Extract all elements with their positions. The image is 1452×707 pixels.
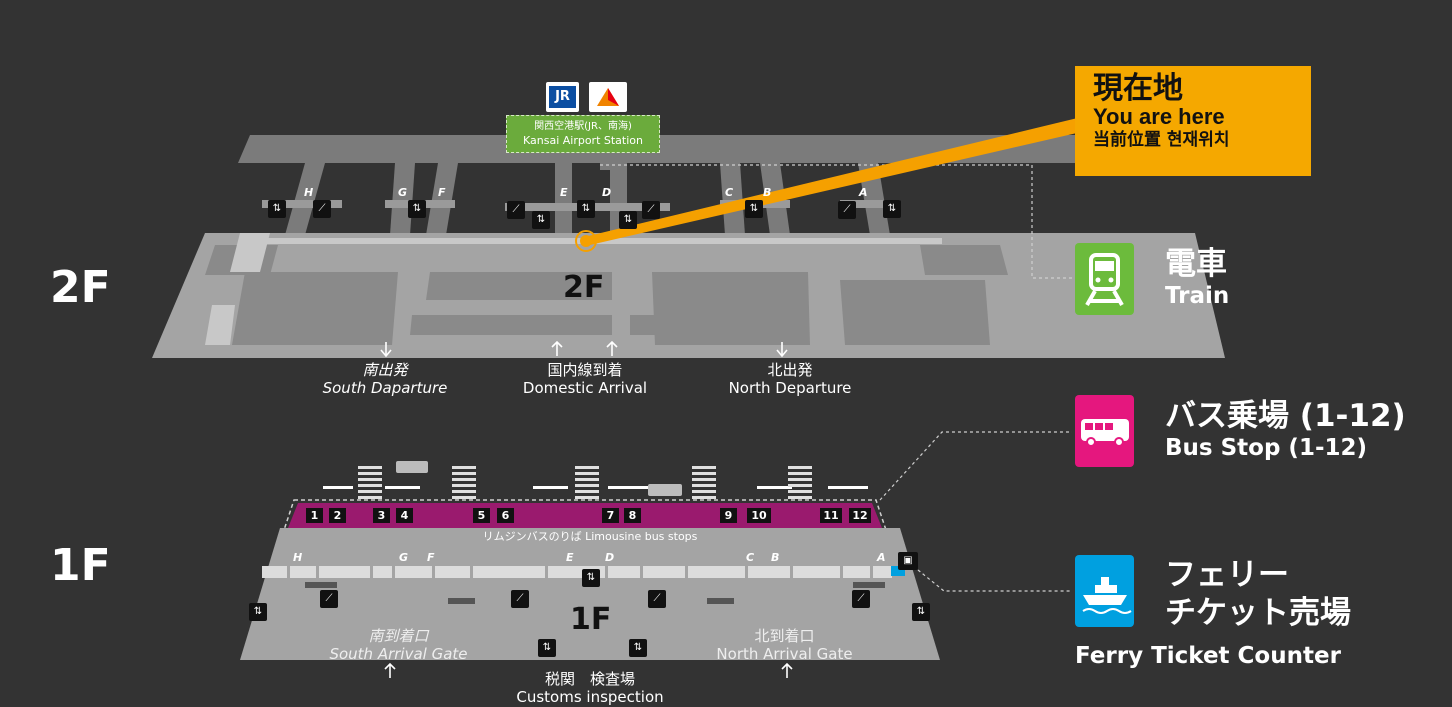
bus-stop-number: 11 [820,508,842,523]
crosswalks [358,466,812,499]
floor1-counters [305,582,885,604]
ferry-ticket-icon: ▣ [898,552,918,570]
you-are-here-marker [580,235,592,247]
bus-stop-number: 4 [396,508,413,523]
gate-label-2f-h: H [304,186,314,199]
ferry-leader-line [917,569,1072,592]
bus-stop-number: 5 [473,508,490,523]
escalator-icon: ⟋ [313,200,331,218]
bus-stop-number: 7 [602,508,619,523]
nankai-logo [589,82,627,112]
exit-north-departure: 北出発 North Departure [728,361,852,397]
train-leader-line [600,164,1072,279]
bus-platform-outline [282,499,888,531]
train-icon [1075,243,1134,315]
bus-stop-number: 1 [306,508,323,523]
jr-logo: JR [546,82,579,112]
exit-customs-inspection: 税関 検査場 Customs inspection [516,670,664,706]
floor1-hall [240,528,940,660]
road-bus-icons [396,461,682,496]
escalator-icon: ⟋ [507,201,525,219]
bus-icon [1075,395,1134,467]
floor-label-1f: 1F [50,540,111,591]
road-lane-marks [323,486,868,489]
escalator-icon: ⟋ [838,201,856,219]
elevator-icon: ⇅ [883,200,901,218]
gate-label-1f-f: F [427,551,435,564]
gate-label-2f-c: C [725,186,734,199]
elevator-icon: ⇅ [582,569,600,587]
legend-ferry-en: Ferry Ticket Counter [1075,643,1341,669]
you-are-here-ring [575,230,597,252]
ferry-counter-marker [891,566,905,576]
escalator-icon: ⟋ [648,590,666,608]
gate-label-1f-d: D [605,551,615,564]
gate-label-1f-b: B [771,551,780,564]
floor1-exit-arrows [384,662,793,678]
escalator-icon: ⟋ [852,590,870,608]
elevator-icon: ⇅ [249,603,267,621]
bus-stop-number: 10 [747,508,771,523]
floor2-exit-arrows [380,340,788,358]
gate-label-2f-b: B [763,186,772,199]
escalator-icon: ⟋ [320,590,338,608]
elevator-icon: ⇅ [912,603,930,621]
gate-label-2f-a: A [859,186,868,199]
elevator-icon: ⇅ [408,200,426,218]
legend-ferry: フェリー チケット売場 [1165,557,1351,631]
gate-label-1f-e: E [566,551,574,564]
bus-stop-number: 6 [497,508,514,523]
exit-domestic-arrival: 国内線到着 Domestic Arrival [522,361,648,397]
floor1-center-label: 1F [570,602,612,637]
gate-label-2f-e: E [560,186,568,199]
elevator-icon: ⇅ [619,211,637,229]
bus-stop-number: 8 [624,508,641,523]
gate-label-2f-f: F [438,186,446,199]
legend-bus: バス乗場 (1-12) Bus Stop (1-12) [1165,398,1406,461]
elevator-icon: ⇅ [538,639,556,657]
elevator-icon: ⇅ [745,200,763,218]
floor1-gate-notches [287,566,873,578]
escalator-icon: ⟋ [511,590,529,608]
gate-label-2f-d: D [602,186,612,199]
elevator-icon: ⇅ [532,211,550,229]
escalator-icon: ⟋ [642,201,660,219]
bus-leader-line [879,431,1072,501]
gate-label-1f-c: C [746,551,755,564]
bus-stop-caption: リムジンバスのりば Limousine bus stops [482,530,698,543]
floor1-gate-band [262,566,892,578]
elevator-icon: ⇅ [629,639,647,657]
gate-label-1f-g: G [399,551,409,564]
legend-train: 電車 Train [1165,246,1230,309]
you-are-here-pointer [580,115,1090,245]
floor-label-2f: 2F [50,262,111,313]
floor2-center-label: 2F [563,270,605,305]
bus-stop-number: 2 [329,508,346,523]
gate-label-2f-g: G [398,186,408,199]
gate-label-1f-a: A [877,551,886,564]
elevator-icon: ⇅ [268,200,286,218]
exit-south-departure: 南出発 South Daparture [322,361,448,397]
bus-stop-number: 12 [849,508,871,523]
exit-north-arrival-gate: 北到着口 North Arrival Gate [716,627,853,663]
exit-south-arrival-gate: 南到着口 South Arrival Gate [329,627,468,663]
bus-stop-number: 3 [373,508,390,523]
ship-icon [1075,555,1134,627]
station-sign: 関西空港駅(JR、南海) Kansai Airport Station [506,115,660,153]
you-are-here-callout: 現在地 You are here 当前位置 현재위치 [1075,66,1311,176]
gate-label-1f-h: H [293,551,303,564]
elevator-icon: ⇅ [577,200,595,218]
bus-stop-number: 9 [720,508,737,523]
